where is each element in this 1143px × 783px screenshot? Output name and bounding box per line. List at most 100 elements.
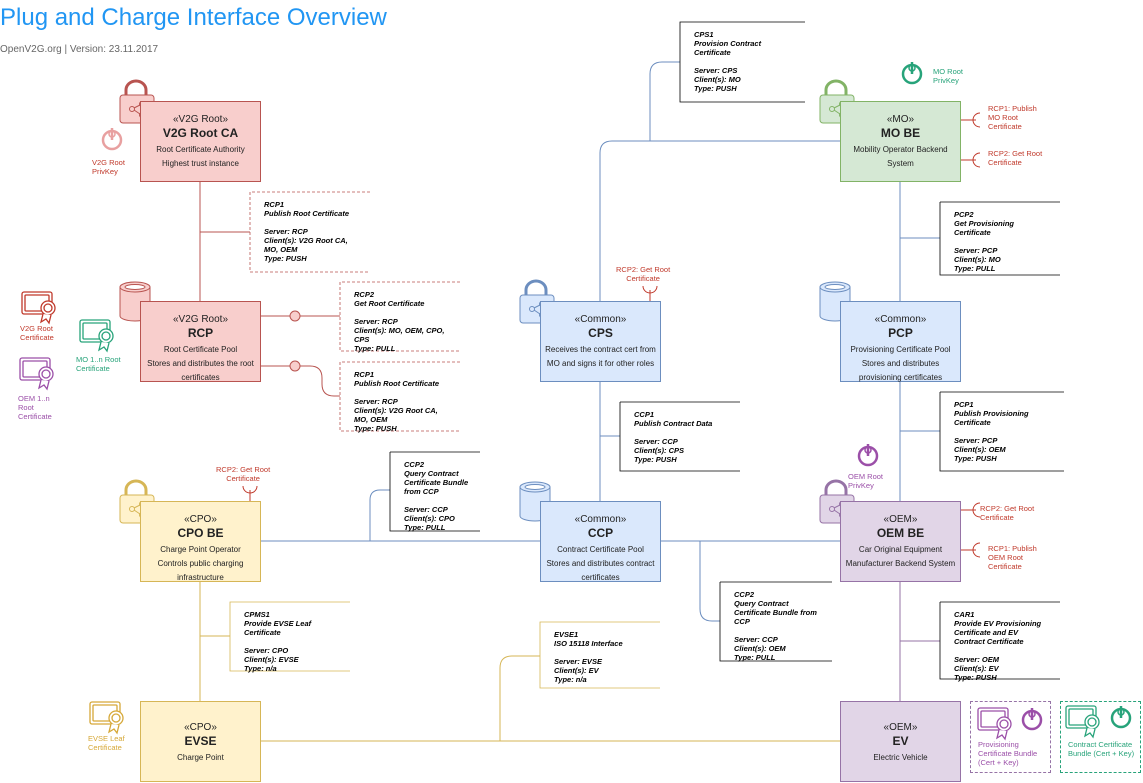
interface-id: CPS1 [694, 30, 714, 39]
node-name: CPS [588, 326, 613, 340]
label-line: RCP1: Publish [988, 544, 1037, 553]
interface-clients: Client(s): OEM [734, 644, 786, 653]
interface-clients: Client(s): EV [554, 666, 599, 675]
label-line: MO Root [933, 67, 964, 76]
label-line: Certificate [626, 274, 660, 283]
interface-id: CCP1 [634, 410, 655, 419]
interface-type: Type: PUSH [264, 254, 307, 263]
interface-type: Type: n/a [554, 675, 587, 684]
interface-clients: Client(s): MO, OEM, CPO, [354, 326, 445, 335]
interface-title-line: Certificate Bundle [404, 478, 469, 487]
interface-type: Type: n/a [244, 664, 277, 673]
node-description-line: certificates [581, 573, 620, 582]
node-description-line: Stores and distributes [861, 359, 940, 368]
node-description-line: Manufacturer Backend System [845, 559, 956, 568]
label-line: (Cert + Key) [978, 758, 1019, 767]
node-stereotype: «Common» [874, 314, 927, 325]
node-stereotype: «CPO» [184, 722, 217, 733]
interface-title-line: Publish Contract Data [634, 419, 713, 428]
interface-title-line: Certificate and EV [954, 628, 1019, 637]
note-gap [554, 648, 661, 657]
interface-server: Server: RCP [264, 227, 308, 236]
label-line: V2G Root [20, 324, 53, 333]
label-line: MO 1..n Root [76, 355, 121, 364]
node-description-line: certificates [181, 373, 220, 382]
interface-title-line: Query Contract [734, 599, 789, 608]
note-gap [354, 308, 461, 317]
interface-title-line: Provide EV Provisioning [954, 619, 1042, 628]
interface-clients: Client(s): CPO [404, 514, 455, 523]
interface-type: Type: PULL [404, 523, 446, 532]
note-gap [954, 237, 1061, 246]
label-line: PrivKey [92, 167, 118, 176]
interface-id: CPMS1 [244, 610, 270, 619]
label-line: OEM 1..n [18, 394, 50, 403]
interface-type: Type: PULL [734, 653, 776, 662]
interface-title-line: ISO 15118 Interface [554, 639, 623, 648]
interface-type: Type: PUSH [634, 455, 677, 464]
note-gap [354, 388, 461, 397]
node-name: EV [892, 734, 909, 748]
note-gap [634, 428, 741, 437]
node-name: RCP [187, 326, 214, 340]
interface-type: Type: PUSH [694, 84, 737, 93]
node-name: CCP [587, 526, 614, 540]
interface-clients: Client(s): V2G Root CA, [354, 406, 438, 415]
key-icons [101, 62, 1132, 731]
legend-contract-bundle [1060, 701, 1141, 773]
interface-server: Server: PCP [954, 436, 998, 445]
node-description-line: Provisioning Certificate Pool [850, 345, 951, 354]
node-description-line: Root Certificate Pool [163, 345, 238, 354]
node-name: EVSE [184, 734, 217, 748]
interface-title-line: from CCP [404, 487, 439, 496]
node-description-line: Stores and distributes contract [546, 559, 655, 568]
label-line: PrivKey [848, 481, 874, 490]
interface-id: PCP1 [954, 400, 974, 409]
node-name: V2G Root CA [162, 126, 239, 140]
interface-title-line: Certificate Bundle from [734, 608, 817, 617]
node-description-line: Electric Vehicle [873, 753, 928, 762]
interface-id: CCP2 [734, 590, 755, 599]
interface-type: Type: PUSH [954, 673, 997, 682]
interface-title-line: Get Root Certificate [354, 299, 425, 308]
interface-clients: MO, OEM [354, 415, 388, 424]
interface-server: Server: CCP [634, 437, 678, 446]
node-description-line: infrastructure [177, 573, 224, 582]
node-stereotype: «Common» [574, 314, 627, 325]
label-line: RCP2: Get Root [616, 265, 671, 274]
interface-server: Server: PCP [954, 246, 998, 255]
interface-title-line: Provide EVSE Leaf [244, 619, 312, 628]
interface-server: Server: OEM [954, 655, 1000, 664]
interface-type: Type: PULL [954, 264, 996, 273]
page-subtitle: OpenV2G.org | Version: 23.11.2017 [0, 44, 159, 55]
interface-title-line: Publish Root Certificate [264, 209, 350, 218]
label-line: Certificate [988, 122, 1022, 131]
interface-title-line: Certificate [954, 228, 991, 237]
node-description-line: Mobility Operator Backend [853, 145, 948, 154]
interface-id: RCP2 [354, 290, 375, 299]
node-description-line: Stores and distributes the root [147, 359, 254, 368]
node-name: OEM BE [876, 526, 925, 540]
label-line: Certificate [980, 513, 1014, 522]
